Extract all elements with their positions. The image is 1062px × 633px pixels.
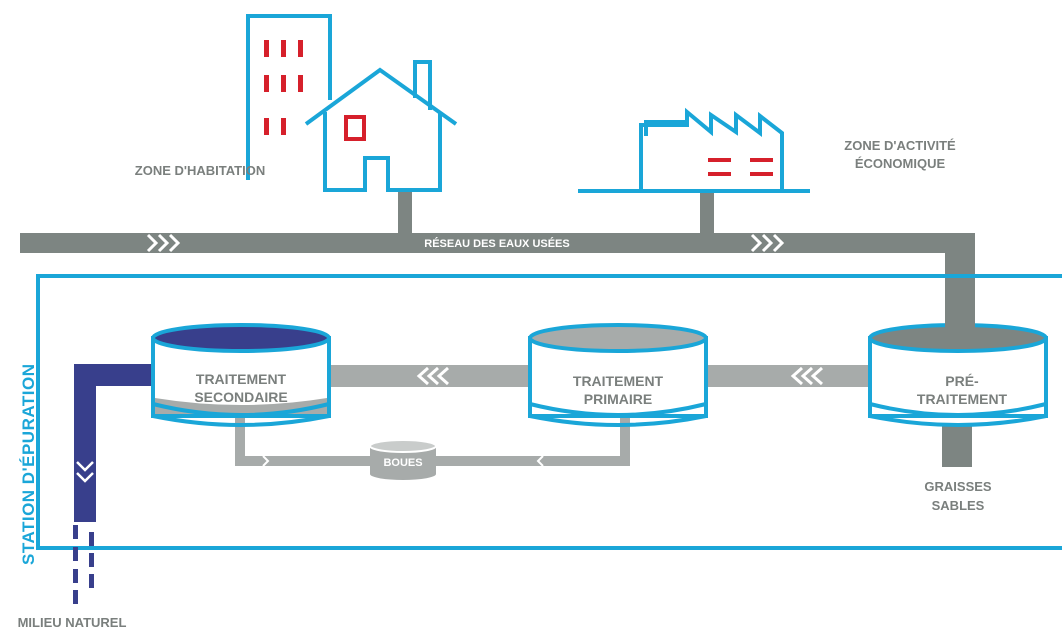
tank-primaire-label-line2: PRIMAIRE: [584, 391, 652, 407]
tank-pretraitement-label-line1: PRÉ-: [945, 373, 979, 389]
graisses-label: GRAISSES: [924, 479, 992, 494]
tank-pretraitement: PRÉ- TRAITEMENT: [868, 318, 1048, 427]
station-frame: [36, 274, 1062, 550]
factory-icon: [578, 107, 810, 193]
sewer-arrow-left: [146, 233, 181, 253]
reseau-label: RÉSEAU DES EAUX USÉES: [424, 237, 569, 250]
tank-secondaire-label-line2: SECONDAIRE: [194, 389, 287, 405]
activite-label-line1: ZONE D'ACTIVITÉ: [844, 138, 956, 153]
tank-traitement-secondaire: TRAITEMENT SECONDAIRE: [151, 323, 331, 427]
sewer-arrow-right: [750, 233, 785, 253]
sewer-network: RÉSEAU DES EAUX USÉES: [20, 192, 975, 343]
house-icon: [304, 60, 458, 192]
milieu-label: MILIEU NATUREL: [18, 615, 127, 630]
tank-traitement-primaire: TRAITEMENT PRIMAIRE: [528, 323, 708, 427]
station-label: STATION D'ÉPURATION: [19, 364, 38, 565]
apartment-building-icon: [246, 14, 332, 180]
effluent-pipe: [73, 364, 162, 604]
boues-label: BOUES: [383, 457, 422, 469]
activite-label-line2: ÉCONOMIQUE: [855, 156, 946, 171]
tank-primaire-label-line1: TRAITEMENT: [573, 373, 664, 389]
sables-label: SABLES: [932, 498, 985, 513]
habitation-label: ZONE D'HABITATION: [135, 163, 265, 178]
tank-boues: BOUES: [369, 439, 437, 480]
tank-secondaire-label-line1: TRAITEMENT: [196, 371, 287, 387]
tank-pretraitement-label-line2: TRAITEMENT: [917, 391, 1008, 407]
